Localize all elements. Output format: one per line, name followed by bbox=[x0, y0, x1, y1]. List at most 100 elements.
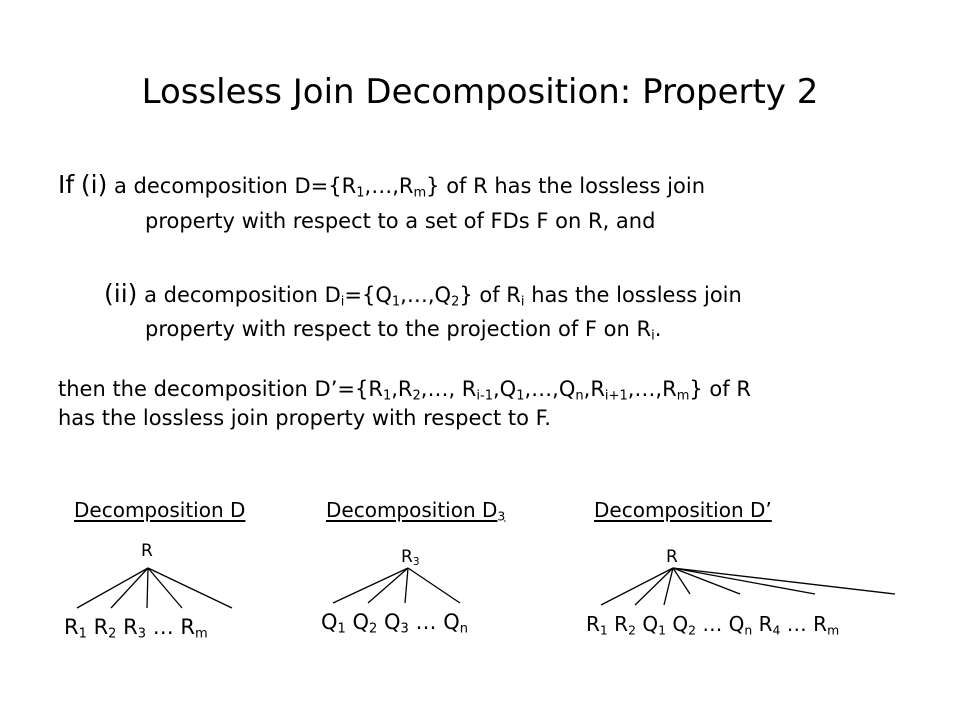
text-run: property with respect to the projection … bbox=[145, 317, 652, 341]
condition-ii-line-1: (ii) a decomposition Di={Q1,…,Q2} of Ri … bbox=[104, 279, 742, 310]
leaf-text: R bbox=[586, 612, 600, 636]
text-run: ,…,R bbox=[364, 174, 414, 198]
text-run: a decomposition D bbox=[144, 283, 341, 307]
subscript: 4 bbox=[772, 622, 781, 638]
tree-leaves-d: R1 R2 R3 … Rm bbox=[64, 615, 208, 642]
leaf-node: Rm bbox=[813, 612, 839, 636]
leaf-text: Q bbox=[728, 612, 745, 636]
leaf-node: R4 bbox=[759, 612, 781, 636]
condition-i-label: (i) bbox=[80, 170, 108, 199]
leaf-node: R3 bbox=[123, 615, 146, 642]
leaf-text: … bbox=[415, 610, 437, 634]
text-run: ,…,R bbox=[627, 377, 677, 401]
leaf-text: R bbox=[64, 615, 79, 639]
subscript: i bbox=[520, 294, 525, 310]
caption-text: Decomposition D’ bbox=[594, 498, 772, 522]
tree-edge-2-4 bbox=[672, 567, 741, 595]
tree-leaves-d-prime: R1 R2 Q1 Q2 … Qn R4 … Rm bbox=[586, 612, 839, 636]
tree-edge-0-1 bbox=[110, 567, 149, 609]
leaf-ellipsis: … bbox=[702, 612, 722, 636]
text-run: ,…,Q bbox=[400, 283, 452, 307]
tree-edge-0-2 bbox=[146, 567, 149, 609]
leaf-node: R2 bbox=[93, 615, 117, 642]
leaf-node: Q2 bbox=[672, 612, 696, 636]
subscript: 1 bbox=[599, 622, 608, 638]
tree-root-d-prime: R bbox=[666, 547, 678, 567]
tree-edge-0-3 bbox=[147, 567, 183, 609]
leaf-text: Q bbox=[384, 610, 401, 634]
condition-ii-line-2: property with respect to the projection … bbox=[145, 317, 661, 344]
leaf-text: R bbox=[123, 615, 138, 639]
leaf-text: Q bbox=[352, 610, 370, 634]
if-keyword: If bbox=[58, 170, 75, 199]
subscript: m bbox=[827, 622, 840, 638]
leaf-text: Q bbox=[672, 612, 689, 636]
subscript: 2 bbox=[369, 621, 378, 637]
conclusion-line-2: has the lossless join property with resp… bbox=[58, 406, 551, 430]
text-run: ,Q bbox=[493, 377, 517, 401]
text-run: } of R bbox=[459, 283, 521, 307]
conclusion-line-1: then the decomposition D’={R1,R2,…, Ri-1… bbox=[58, 377, 751, 404]
tree-edge-0-4 bbox=[147, 567, 233, 609]
subscript: 3 bbox=[412, 555, 420, 568]
leaf-node: Q2 bbox=[352, 610, 378, 637]
caption-decomposition-d3: Decomposition D3 bbox=[326, 498, 505, 522]
text-run: } of R bbox=[689, 377, 751, 401]
leaf-text: … bbox=[152, 615, 174, 639]
node-text: R bbox=[401, 547, 413, 567]
tree-edge-2-2 bbox=[663, 567, 674, 606]
subscript: 1 bbox=[516, 388, 525, 404]
subscript: i-1 bbox=[476, 388, 493, 404]
leaf-node: Q1 bbox=[642, 612, 666, 636]
text-run: ,R bbox=[583, 377, 605, 401]
subscript: i bbox=[651, 328, 655, 344]
caption-text: Decomposition D bbox=[326, 498, 498, 522]
tree-edge-1-1 bbox=[367, 567, 409, 604]
leaf-node: R2 bbox=[614, 612, 636, 636]
tree-edge-1-0 bbox=[332, 567, 409, 604]
leaf-node: Qn bbox=[443, 610, 468, 637]
tree-edge-2-6 bbox=[672, 567, 896, 595]
text-run: } of R has the lossless join bbox=[426, 174, 706, 198]
condition-i-line-1: If (i) a decomposition D={R1,…,Rm} of R … bbox=[58, 170, 706, 201]
subscript: 1 bbox=[356, 185, 365, 201]
node-text: R bbox=[141, 541, 153, 561]
subscript: 1 bbox=[658, 622, 666, 638]
leaf-text: … bbox=[786, 612, 807, 636]
subscript: 1 bbox=[391, 294, 401, 310]
subscript: n bbox=[459, 621, 468, 637]
text-run: ,…,Q bbox=[524, 377, 576, 401]
condition-i-line-2: property with respect to a set of FDs F … bbox=[145, 209, 656, 233]
leaf-text: R bbox=[93, 615, 109, 639]
tree-edge-2-0 bbox=[600, 567, 674, 606]
leaf-ellipsis: … bbox=[153, 615, 174, 639]
leaf-node: Rm bbox=[180, 615, 208, 642]
subscript: 2 bbox=[688, 622, 696, 638]
leaf-ellipsis: … bbox=[787, 612, 807, 636]
subscript: n bbox=[575, 388, 584, 404]
text-run: ={Q bbox=[344, 283, 392, 307]
leaf-text: Q bbox=[642, 612, 659, 636]
tree-root-d: R bbox=[141, 541, 153, 561]
leaf-node: Q3 bbox=[384, 610, 409, 636]
subscript: n bbox=[744, 622, 753, 638]
subscript: 1 bbox=[78, 626, 87, 642]
caption-decomposition-d: Decomposition D bbox=[74, 498, 245, 522]
leaf-text: R bbox=[813, 612, 828, 636]
tree-edge-0-0 bbox=[76, 567, 149, 609]
text-run: ,R bbox=[391, 377, 413, 401]
leaf-node: R1 bbox=[586, 612, 608, 636]
slide-title: Lossless Join Decomposition: Property 2 bbox=[141, 72, 819, 112]
caption-decomposition-d-prime: Decomposition D’ bbox=[594, 498, 772, 522]
tree-leaves-d3: Q1 Q2 Q3 … Qn bbox=[321, 610, 468, 637]
subscript: 2 bbox=[108, 626, 117, 642]
leaf-node: Qn bbox=[729, 612, 753, 636]
subscript: m bbox=[194, 626, 208, 642]
subscript: i+1 bbox=[604, 388, 628, 404]
subscript: 3 bbox=[137, 626, 146, 642]
subscript: 2 bbox=[412, 388, 421, 404]
text-run: ,…, R bbox=[420, 377, 477, 401]
subscript: m bbox=[413, 185, 427, 201]
leaf-text: … bbox=[702, 612, 723, 636]
tree-edge-2-3 bbox=[672, 567, 691, 595]
